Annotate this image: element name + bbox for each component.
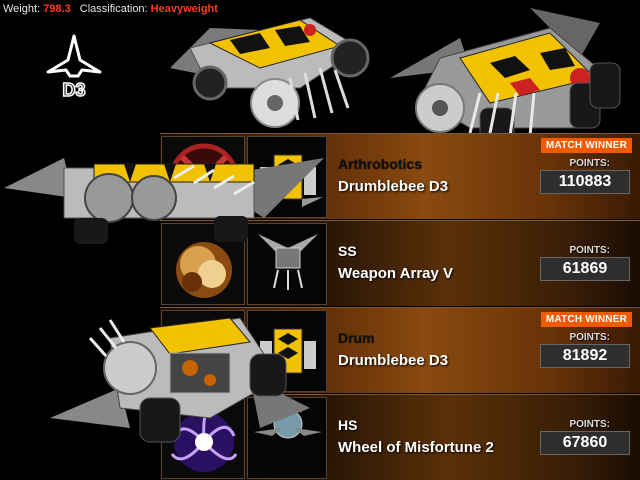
logo-text: D3 xyxy=(62,80,85,100)
robot-render-bottom-left xyxy=(50,317,310,443)
points-value: 81892 xyxy=(540,344,630,368)
robot-thumbnail xyxy=(247,223,327,305)
robot-render-mid-left xyxy=(4,158,324,244)
team-name: HS xyxy=(338,417,358,433)
robot-thumbnail-icon xyxy=(258,234,318,290)
robot-name: Drumblebee D3 xyxy=(338,178,449,195)
points-label: POINTS: xyxy=(569,158,610,169)
points-label: POINTS: xyxy=(569,419,610,430)
match-winner-badge: MATCH WINNER xyxy=(540,138,632,153)
result-row-4[interactable]: HS Wheel of Misfortune 2 POINTS: 67860 xyxy=(160,394,640,480)
weight-label: Weight: xyxy=(3,3,41,15)
team-name: SS xyxy=(338,243,357,259)
weight-value: 798.3 xyxy=(43,3,71,15)
team-name: Drum xyxy=(338,330,375,346)
robot-render-top-right xyxy=(390,8,621,149)
explosion-logo-icon xyxy=(176,242,232,298)
team-name: Arthrobotics xyxy=(338,156,422,172)
classification-label: Classification: xyxy=(79,3,148,15)
robot-name: Weapon Array V xyxy=(338,265,454,282)
robot-name: Drumblebee D3 xyxy=(338,352,449,369)
points-label: POINTS: xyxy=(569,245,610,256)
match-winner-badge: MATCH WINNER xyxy=(540,312,632,327)
points-label: POINTS: xyxy=(569,332,610,343)
robot-stats-bar: Weight: 798.3 Classification: Heavyweigh… xyxy=(0,0,240,18)
robot-render-top-left xyxy=(170,17,370,128)
classification-value: Heavyweight xyxy=(150,3,218,15)
points-value: 110883 xyxy=(540,170,630,194)
points-value: 61869 xyxy=(540,257,630,281)
robot-name: Wheel of Misfortune 2 xyxy=(338,439,494,456)
d3-logo-icon: D3 xyxy=(46,34,102,100)
points-value: 67860 xyxy=(540,431,630,455)
